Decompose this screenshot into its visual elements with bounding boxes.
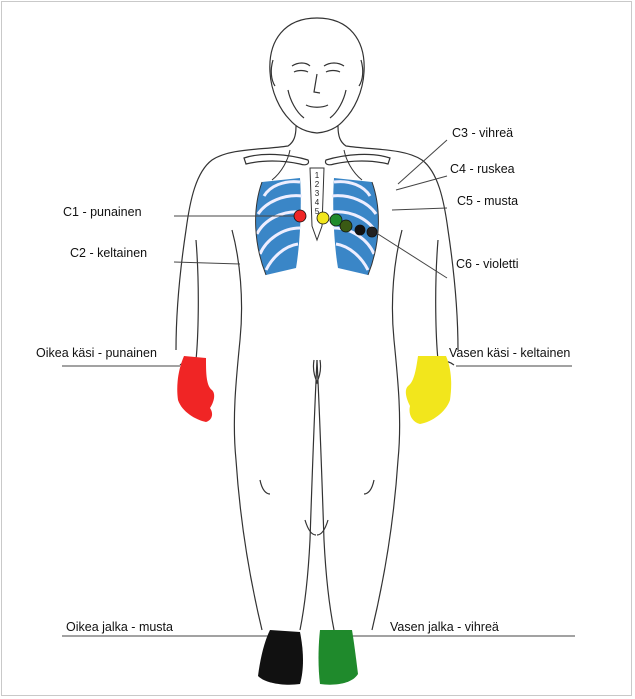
sternum-number: 1 [315, 171, 320, 180]
c4-electrode [340, 220, 352, 232]
c1-electrode [294, 210, 306, 222]
left-leg-green-electrode [319, 630, 359, 685]
head [270, 18, 364, 133]
sternum-number: 4 [315, 198, 320, 207]
label-left-leg: Vasen jalka - vihreä [390, 620, 499, 634]
sternum-number: 5 [315, 207, 320, 216]
left-hand-yellow-electrode [406, 356, 451, 424]
c6-electrode [367, 227, 377, 237]
right-leg-black-electrode [258, 630, 303, 685]
clavicles [244, 154, 390, 164]
label-c3: C3 - vihreä [452, 126, 513, 140]
sternum-number: 2 [315, 180, 320, 189]
sternum-number: 3 [315, 189, 320, 198]
label-c4: C4 - ruskea [450, 162, 515, 176]
c5-electrode [355, 225, 365, 235]
label-c2: C2 - keltainen [70, 246, 147, 260]
right-hand-red-electrode [177, 356, 214, 422]
label-right-leg: Oikea jalka - musta [66, 620, 173, 634]
label-c6: C6 - violetti [456, 257, 519, 271]
label-right-hand: Oikea käsi - punainen [36, 346, 157, 360]
label-c5: C5 - musta [457, 194, 518, 208]
label-c1: C1 - punainen [63, 205, 142, 219]
label-left-hand: Vasen käsi - keltainen [449, 346, 570, 360]
